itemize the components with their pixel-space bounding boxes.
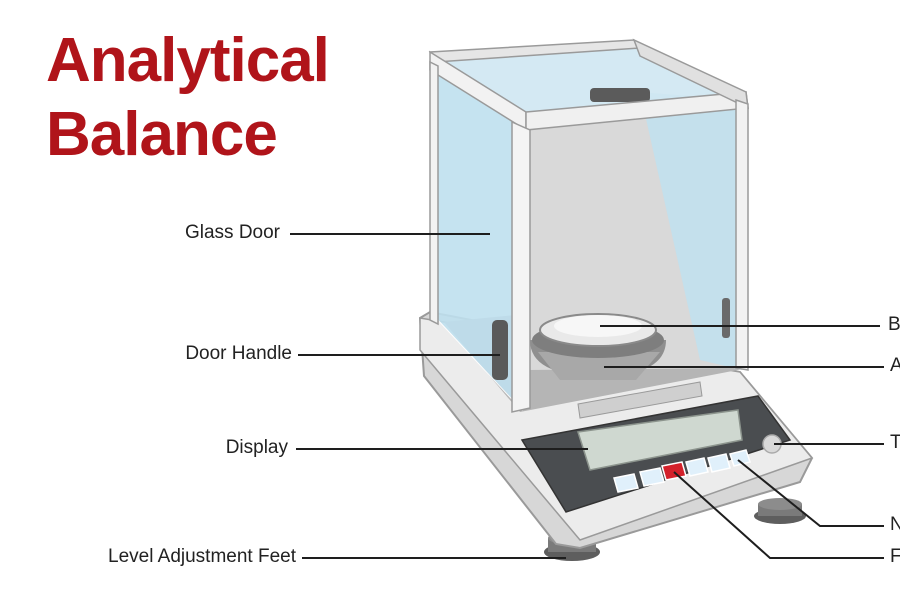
door-handle [492,320,508,380]
label-glass-door: Glass Door [184,222,280,243]
display-screen [577,409,743,471]
title-line-2: Balance [46,100,278,169]
diagram-title: Analytical Balance [46,24,330,172]
title-line-1: Analytical [46,26,330,95]
leader-right-4 [737,459,884,527]
glass-chamber [428,38,749,413]
leader-right-5 [673,471,884,559]
label-right-2: A [890,355,900,376]
label-door-handle: Door Handle [185,343,292,364]
label-right-1: B [888,314,900,335]
label-right-4: N [890,514,900,535]
label-right-5: F [890,546,900,567]
weighing-pan [530,313,666,380]
leader-lines [290,233,884,559]
keypad [613,449,751,493]
label-level-feet: Level Adjustment Feet [108,546,296,567]
label-right-3: T [890,432,900,453]
label-display: Display [225,437,288,458]
